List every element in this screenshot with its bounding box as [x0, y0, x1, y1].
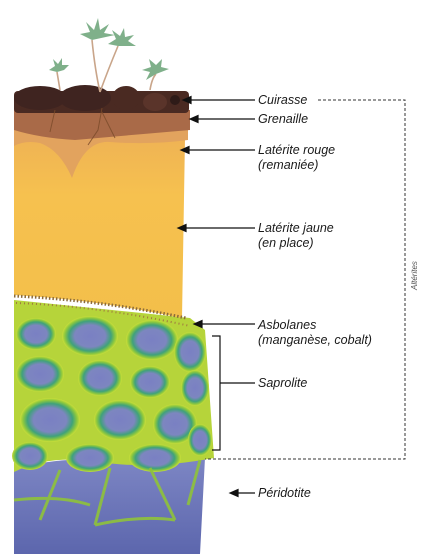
label-grenaille: Grenaille	[258, 112, 308, 126]
label-peridotite: Péridotite	[258, 486, 311, 500]
plants	[57, 40, 156, 92]
label-saprolite: Saprolite	[258, 376, 307, 390]
label-laterite-rouge-line1: Latérite rouge	[258, 143, 335, 157]
label-laterite-jaune-line1: Latérite jaune	[258, 221, 334, 235]
label-alterites: Altérites	[410, 261, 419, 290]
saprolite-bracket	[212, 336, 255, 450]
label-cuirasse: Cuirasse	[258, 93, 307, 107]
label-laterite-rouge-line2: (remaniée)	[258, 158, 318, 172]
plant-leaves	[49, 18, 169, 80]
laterite-jaune-layer	[14, 129, 185, 318]
label-asbolanes-line2: (manganèse, cobalt)	[258, 333, 372, 347]
label-asbolanes-line1: Asbolanes	[258, 318, 316, 332]
label-laterite-jaune-line2: (en place)	[258, 236, 314, 250]
